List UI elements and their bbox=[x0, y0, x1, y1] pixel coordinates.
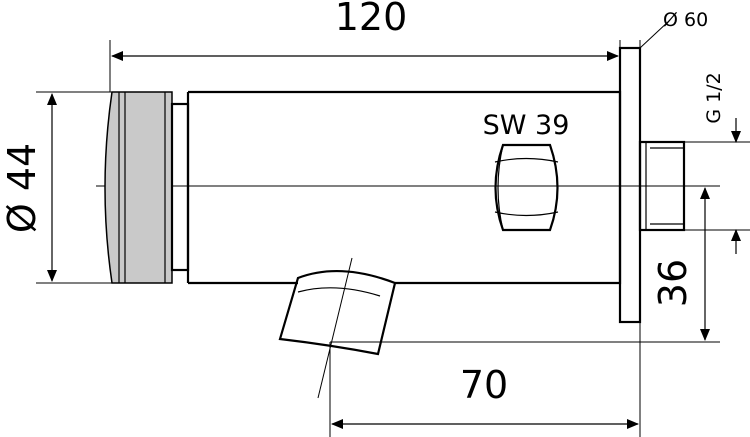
spout bbox=[278, 257, 397, 399]
flange-diameter-label: Ø 60 bbox=[663, 9, 708, 31]
dimension-arrows bbox=[47, 51, 741, 429]
thread-label: G 1/2 bbox=[703, 72, 725, 123]
collar bbox=[170, 102, 190, 272]
spanner-size-label: SW 39 bbox=[483, 110, 570, 141]
body-diameter-label: Ø 44 bbox=[0, 143, 44, 233]
outlet-distance-label: 70 bbox=[460, 363, 508, 407]
hex-nut bbox=[494, 143, 559, 232]
thread-connector bbox=[638, 140, 686, 232]
length-dimension-label: 120 bbox=[335, 0, 408, 39]
outlet-height-label: 36 bbox=[651, 259, 695, 307]
push-button-cap bbox=[104, 91, 173, 284]
